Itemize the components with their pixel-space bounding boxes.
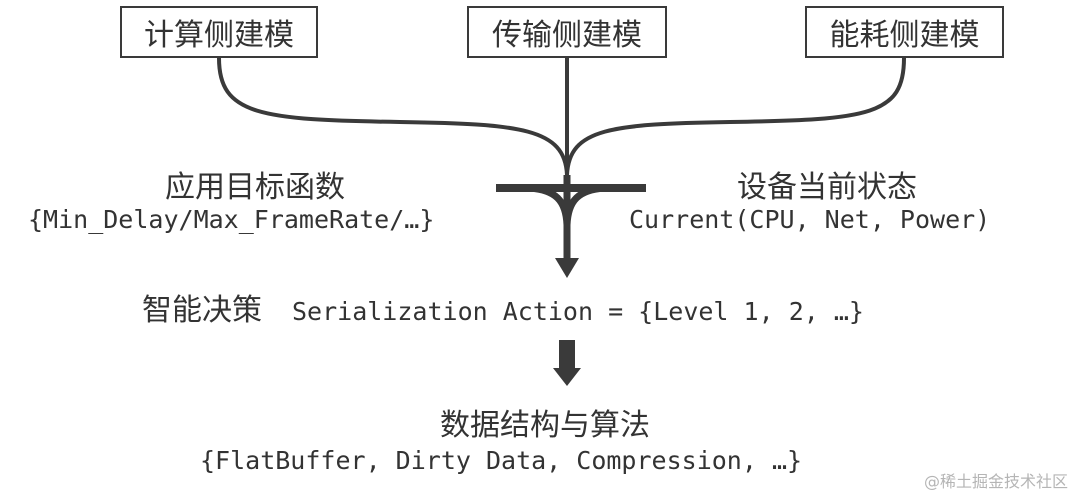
data-structure-detail: {FlatBuffer, Dirty Data, Compression, …} [200, 446, 803, 475]
watermark: @稀土掘金技术社区 [923, 472, 1068, 491]
device-state-title: 设备当前状态 [737, 170, 917, 205]
arrow-head-data-structure [553, 368, 581, 386]
decision-detail: Serialization Action = {Level 1, 2, …} [292, 297, 864, 326]
branch-line-compute [217, 57, 569, 176]
objective-title: 应用目标函数 [165, 170, 345, 205]
arrow-head-decision [555, 258, 579, 278]
transmission-modeling-label: 传输侧建模 [492, 18, 642, 53]
branch-line-energy [565, 57, 906, 176]
decision-row: 智能决策 Serialization Action = {Level 1, 2,… [142, 285, 864, 329]
compute-modeling-label: 计算侧建模 [144, 18, 294, 53]
merge-curve-left [529, 184, 571, 226]
energy-modeling-box: 能耗侧建模 [805, 6, 1004, 58]
decision-title: 智能决策 [142, 293, 262, 328]
device-state-detail: Current(CPU, Net, Power) [629, 205, 991, 234]
objective-detail: {Min_Delay/Max_FrameRate/…} [28, 205, 435, 234]
merge-curve-right [563, 184, 605, 226]
data-structure-title: 数据结构与算法 [440, 408, 650, 443]
transmission-modeling-box: 传输侧建模 [467, 6, 667, 58]
arrow-shaft-data-structure [559, 340, 575, 370]
compute-modeling-box: 计算侧建模 [120, 6, 318, 58]
energy-modeling-label: 能耗侧建模 [829, 18, 980, 53]
